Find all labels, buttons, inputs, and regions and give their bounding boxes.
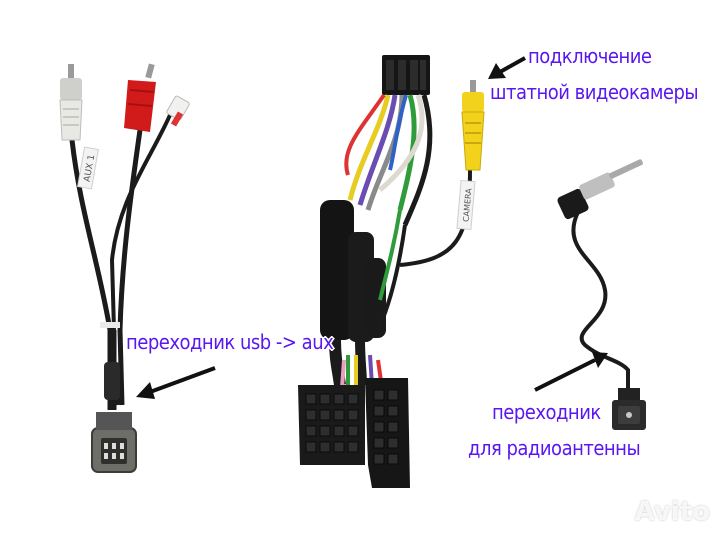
camera-arrow [488, 56, 526, 79]
antenna-adapter-cable [557, 159, 646, 430]
yellow-rca-plug [461, 80, 485, 171]
iso-block-connector [298, 378, 410, 488]
fakra-connector [612, 388, 646, 430]
jst-plug [166, 95, 190, 127]
red-rca-plug [124, 63, 156, 132]
usb-aux-adapter-cable: AUX 1 [59, 63, 190, 473]
usb-aux-label: переходник usb -> aux [126, 330, 334, 354]
antenna-plug [557, 159, 643, 220]
usb-aux-arrow [136, 366, 216, 399]
grey-square-connector [91, 412, 137, 473]
avito-watermark: Avito [634, 497, 710, 527]
top-harness-connector [382, 55, 430, 95]
antenna-label-line2: для радиоантенны [468, 436, 641, 460]
camera-label-line2: штатной видеокамеры [490, 80, 699, 104]
iso-harness: CAMERA [298, 55, 485, 488]
camera-label-line1: подключение [528, 44, 652, 68]
antenna-label-line1: переходник [492, 400, 601, 424]
antenna-arrow [534, 352, 608, 392]
aux-cable-tag: AUX 1 [83, 154, 98, 183]
white-rca-plug [59, 64, 83, 141]
arrows [136, 56, 608, 399]
camera-cable-tag: CAMERA [462, 187, 474, 222]
